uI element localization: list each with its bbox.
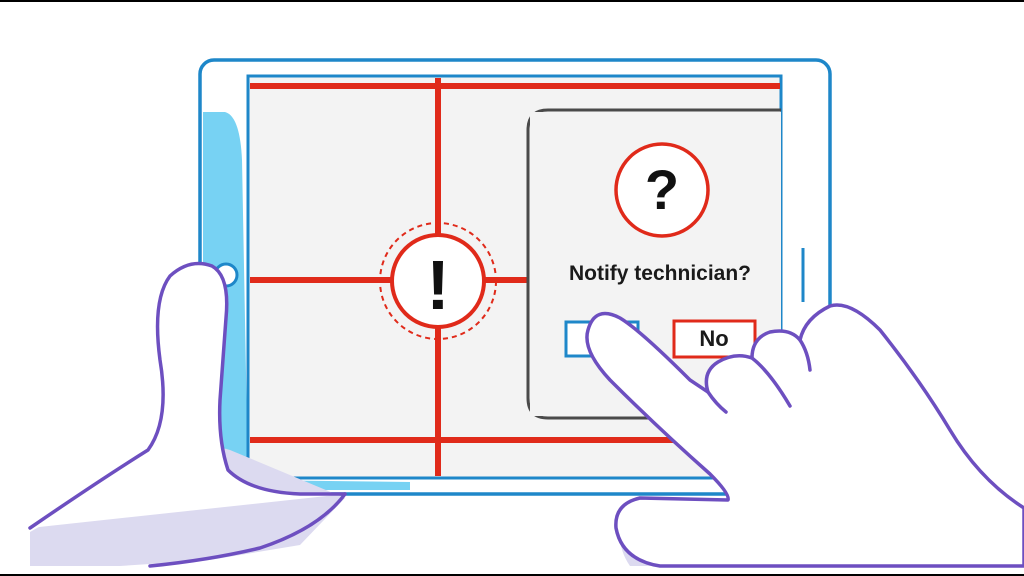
bottom-letterbox bbox=[0, 574, 1024, 576]
no-button-label[interactable]: No bbox=[699, 326, 729, 351]
no-button[interactable] bbox=[672, 319, 757, 359]
alert-marker[interactable] bbox=[390, 233, 486, 329]
question-mark-icon: ? bbox=[644, 158, 680, 221]
dialog-prompt: Notify technician? bbox=[568, 262, 752, 285]
right-hand[interactable] bbox=[585, 303, 1024, 568]
left-hand bbox=[28, 261, 347, 530]
question-badge bbox=[614, 142, 710, 238]
exclamation-alert-icon: ! bbox=[426, 246, 450, 324]
top-letterbox bbox=[0, 0, 1024, 2]
alert-dashed-ring bbox=[379, 222, 497, 340]
